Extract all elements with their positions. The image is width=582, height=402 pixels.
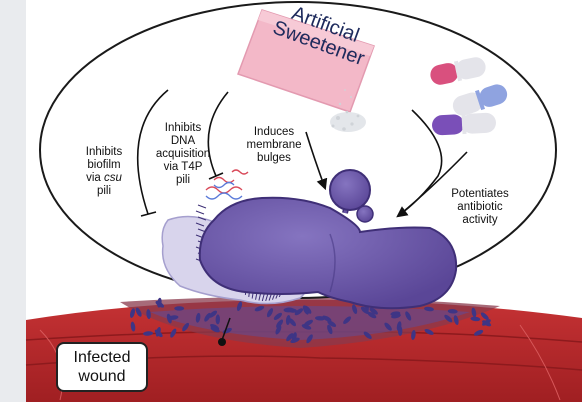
pilus (195, 222, 205, 227)
wound-bacterium (352, 304, 358, 315)
wound-bacterium (473, 329, 484, 336)
wound-bacterium (195, 312, 201, 323)
wound-bacterium (276, 319, 284, 328)
inhibition-line-dna (207, 91, 229, 180)
wound-bacterium (424, 328, 434, 335)
wound-bacterium (367, 311, 377, 319)
wound-bacterium (166, 313, 172, 324)
wound-bacterium (411, 330, 416, 340)
wound-bacterium (215, 314, 221, 325)
bacterium-icon (198, 169, 458, 310)
wound-bacterium (285, 315, 291, 325)
zoom-connector (221, 317, 231, 341)
pilus (258, 293, 262, 301)
biofilm-label-line4: pili (96, 185, 112, 197)
wound-bacterium (482, 320, 492, 327)
dna-strand-icon (205, 169, 249, 200)
membrane-effect-label: Induces membrane bulges (246, 126, 302, 164)
csu-italic: csu (104, 172, 122, 184)
infected-wound-label: Infected wound (56, 342, 148, 392)
wound-bacterium (447, 309, 458, 314)
arrow-antibiotic (397, 151, 468, 217)
wound-bacterium (327, 320, 337, 327)
wound-bacterium (444, 314, 453, 323)
pilus (197, 216, 207, 221)
wound-bacterium (135, 307, 142, 317)
wound-bacterium (254, 305, 265, 312)
wound-bacterium (327, 324, 333, 335)
wound-bacterium (283, 307, 294, 312)
wound-bacterium (303, 319, 314, 326)
sweetener-packet-icon (237, 9, 375, 113)
capsule-pill-icon (430, 57, 508, 136)
wound-bacterium (273, 312, 283, 320)
biofilm-label-line2: biofilm (87, 159, 121, 171)
wound-bacterium (130, 321, 136, 332)
wound-bacterium (302, 305, 309, 315)
wound-bacterium (204, 312, 211, 322)
wound-bacterium (398, 326, 403, 336)
wound-bacterium (236, 301, 243, 312)
wound-bacterium (290, 337, 300, 344)
wound-bacterium (182, 322, 190, 332)
arrow-membrane-bulges (305, 131, 328, 191)
wound-bacterium (286, 333, 294, 342)
wound-bacterium (275, 325, 282, 335)
inhibition-line-biofilm (136, 89, 169, 217)
wound-bacterium (154, 329, 163, 338)
wound-bacterium (470, 316, 481, 322)
biofilm-effect-label: Inhibits biofilm via csu pili (72, 146, 136, 198)
wound-bacterium (315, 316, 325, 321)
wound-bacterium (306, 334, 313, 344)
wound-bacterium (480, 312, 489, 320)
pilus (195, 210, 205, 215)
pilus (261, 293, 265, 302)
wound-bacterium (453, 315, 459, 325)
zoom-connector-dot (218, 338, 226, 346)
pilus (197, 204, 207, 209)
wound-bacterium (360, 306, 370, 315)
biofilm-label-line3: via (86, 172, 104, 184)
dna-effect-label: Inhibits DNA acquisition via T4P pili (155, 122, 211, 186)
pilus (265, 293, 269, 302)
wound-bacteria-cluster (130, 297, 492, 344)
wound-bacterium (170, 328, 177, 338)
wound-bacterium (266, 308, 274, 318)
wound-bacterium (405, 311, 412, 321)
wound-bacterium (363, 331, 372, 339)
wound-bacterium (384, 322, 392, 331)
wound-bacterium (210, 326, 220, 333)
wound-bacterium (343, 316, 352, 324)
wound-bacterium (174, 306, 185, 311)
wound-bacterium (155, 300, 165, 308)
wound-bacterium (424, 306, 434, 312)
antibiotic-effect-label: Potentiates antibiotic activity (451, 188, 509, 226)
wound-bacterium (146, 309, 151, 320)
wound-bacterium (391, 313, 401, 319)
wound-bacterium (143, 331, 153, 336)
left-panel-strip (0, 0, 26, 402)
wound-bacterium (301, 324, 312, 330)
wound-bacterium (322, 315, 332, 322)
wound-bacterium (471, 307, 477, 318)
wound-bacterium (208, 310, 218, 318)
wound-bacterium (130, 308, 135, 318)
sweetener-granules (330, 89, 366, 132)
wound-bacterium (294, 308, 304, 316)
biofilm-label-line1: Inhibits (85, 146, 123, 158)
wound-bacterium (288, 318, 297, 327)
wound-bacterium (369, 307, 378, 315)
